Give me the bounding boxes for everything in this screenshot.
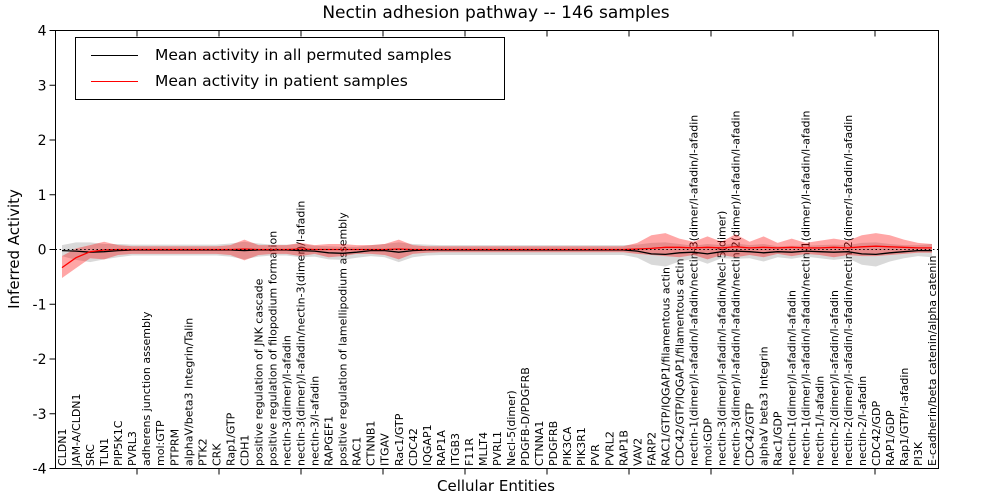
x-category-label: RAP1A bbox=[435, 430, 448, 466]
legend-label-patient: Mean activity in patient samples bbox=[155, 71, 408, 90]
x-category-label: RAP1B bbox=[617, 430, 630, 466]
x-category-label: alphaV beta3 Integrin bbox=[758, 346, 771, 466]
x-category-label: E-cadherin/beta catenin/alpha catenin bbox=[926, 256, 939, 466]
y-tick-label: 0 bbox=[38, 243, 47, 259]
x-category-label: positive regulation of lamellipodium ass… bbox=[337, 212, 350, 466]
x-category-label: PVRL3 bbox=[126, 431, 139, 466]
y-tick-label: 3 bbox=[38, 78, 47, 94]
x-category-label: nectin-1(dimer)/l-afadin/l-afadin/nectin… bbox=[688, 115, 701, 466]
legend-item-permuted: Mean activity in all permuted samples bbox=[76, 46, 504, 64]
x-category-label: CDC42/GTP/IQGAP1/filamentous actin bbox=[673, 258, 686, 466]
x-category-label: positive regulation of JNK cascade bbox=[253, 278, 266, 466]
x-category-label: nectin-2(dimer)/l-afadin/l-afadin bbox=[828, 290, 841, 466]
x-category-label: nectin-3(dimer)/l-afadin/l-afadin/Necl-5… bbox=[716, 211, 729, 466]
x-category-label: PDGFRB bbox=[547, 421, 560, 466]
chart-title: Nectin adhesion pathway -- 146 samples bbox=[322, 3, 670, 23]
x-category-label: CDC42 bbox=[407, 428, 420, 466]
x-category-label: CDC42/GDP bbox=[870, 400, 883, 466]
x-category-label: TLN1 bbox=[98, 438, 111, 467]
x-category-label: JAM-A/CLDN1 bbox=[70, 393, 83, 467]
x-category-label: Rac1/GDP bbox=[772, 411, 785, 466]
x-category-label: PI3K bbox=[912, 441, 925, 466]
x-category-label: VAV2 bbox=[631, 438, 644, 466]
x-category-label: CTNNA1 bbox=[533, 421, 546, 466]
y-tick-label: -4 bbox=[33, 462, 47, 478]
x-category-label: PVRL1 bbox=[491, 431, 504, 466]
x-category-label: nectin-2(dimer)/l-afadin/l-afadin/nectin… bbox=[842, 115, 855, 466]
x-category-label: ITGAV bbox=[379, 433, 392, 466]
x-category-label: PTK2 bbox=[196, 438, 209, 466]
x-category-label: Rap1/GTP/l-afadin bbox=[898, 368, 911, 466]
x-category-label: F11R bbox=[463, 438, 476, 466]
legend-label-permuted: Mean activity in all permuted samples bbox=[155, 46, 452, 64]
x-category-label: PDGFB-D/PDGFRB bbox=[519, 367, 532, 466]
x-category-label: nectin-3/l-afadin bbox=[309, 376, 322, 466]
x-category-label: PIK3R1 bbox=[575, 427, 588, 466]
x-category-label: PVR bbox=[589, 444, 602, 466]
x-category-label: CTNNB1 bbox=[365, 421, 378, 466]
x-category-label: RAC1 bbox=[351, 437, 364, 466]
x-category-label: adherens junction assembly bbox=[140, 311, 153, 466]
patient-line-swatch bbox=[91, 80, 138, 82]
permuted-line-swatch bbox=[91, 55, 138, 57]
legend: Mean activity in all permuted samples Me… bbox=[75, 37, 505, 100]
y-tick-label: 1 bbox=[38, 188, 47, 204]
patient-band bbox=[62, 233, 932, 278]
x-category-label: SRC bbox=[84, 444, 97, 466]
legend-item-patient: Mean activity in patient samples bbox=[76, 71, 504, 90]
x-category-label: nectin-3(dimer)/l-afadin/nectin-3(dimer)… bbox=[295, 201, 308, 466]
x-category-label: CRK bbox=[210, 443, 223, 466]
x-category-label: ITGB3 bbox=[449, 433, 462, 466]
x-category-label: Necl-5(dimer) bbox=[505, 390, 518, 466]
y-tick-label: 4 bbox=[38, 24, 47, 40]
y-tick-label: 2 bbox=[38, 133, 47, 149]
y-axis-title: Inferred Activity bbox=[5, 189, 23, 309]
x-category-label: PTPRM bbox=[168, 429, 181, 466]
x-category-label: RAPGEF1 bbox=[323, 416, 336, 466]
x-category-label: MLLT4 bbox=[477, 432, 490, 466]
x-category-label: IQGAP1 bbox=[421, 424, 434, 466]
x-category-label: PIK3CA bbox=[561, 426, 574, 466]
x-category-label: nectin-2/l-afadin bbox=[856, 376, 869, 466]
x-category-label: CDC42/GTP bbox=[744, 403, 757, 466]
x-category-label: mol:GDP bbox=[702, 418, 715, 466]
x-category-label: nectin-1(dimer)/l-afadin/l-afadin bbox=[786, 290, 799, 466]
x-category-label: Rap1/GTP bbox=[224, 412, 237, 466]
x-category-label: nectin-1/l-afadin bbox=[814, 376, 827, 466]
y-tick-label: -3 bbox=[33, 407, 47, 423]
x-category-label: RAC1/GTP/IQGAP1/filamentous actin bbox=[659, 267, 672, 466]
x-category-label: positive regulation of filopodium format… bbox=[267, 231, 280, 466]
x-category-label: CDH1 bbox=[238, 435, 251, 466]
y-tick-label: -1 bbox=[33, 297, 47, 313]
x-category-label: RAP1/GDP bbox=[884, 410, 897, 466]
x-category-label: PVRL2 bbox=[603, 431, 616, 466]
y-tick-label: -2 bbox=[33, 352, 47, 368]
x-category-label: nectin-1(dimer)/l-afadin/l-afadin/nectin… bbox=[800, 110, 813, 466]
x-axis-title: Cellular Entities bbox=[437, 477, 555, 495]
x-category-label: PIP5K1C bbox=[112, 420, 125, 466]
x-category-label: mol:GTP bbox=[154, 420, 167, 466]
x-category-label: alphaV/beta3 Integrin/Talin bbox=[182, 318, 195, 466]
x-category-label: nectin-3(dimer)/l-afadin/l-afadin/nectin… bbox=[730, 110, 743, 466]
x-category-label: nectin-3(dimer)/l-afadin bbox=[281, 335, 294, 466]
patient-mean-line bbox=[61, 245, 932, 269]
x-category-label: Rac1/GTP bbox=[393, 413, 406, 466]
x-category-label: FARP2 bbox=[645, 432, 658, 466]
x-category-label: CLDN1 bbox=[56, 428, 69, 466]
